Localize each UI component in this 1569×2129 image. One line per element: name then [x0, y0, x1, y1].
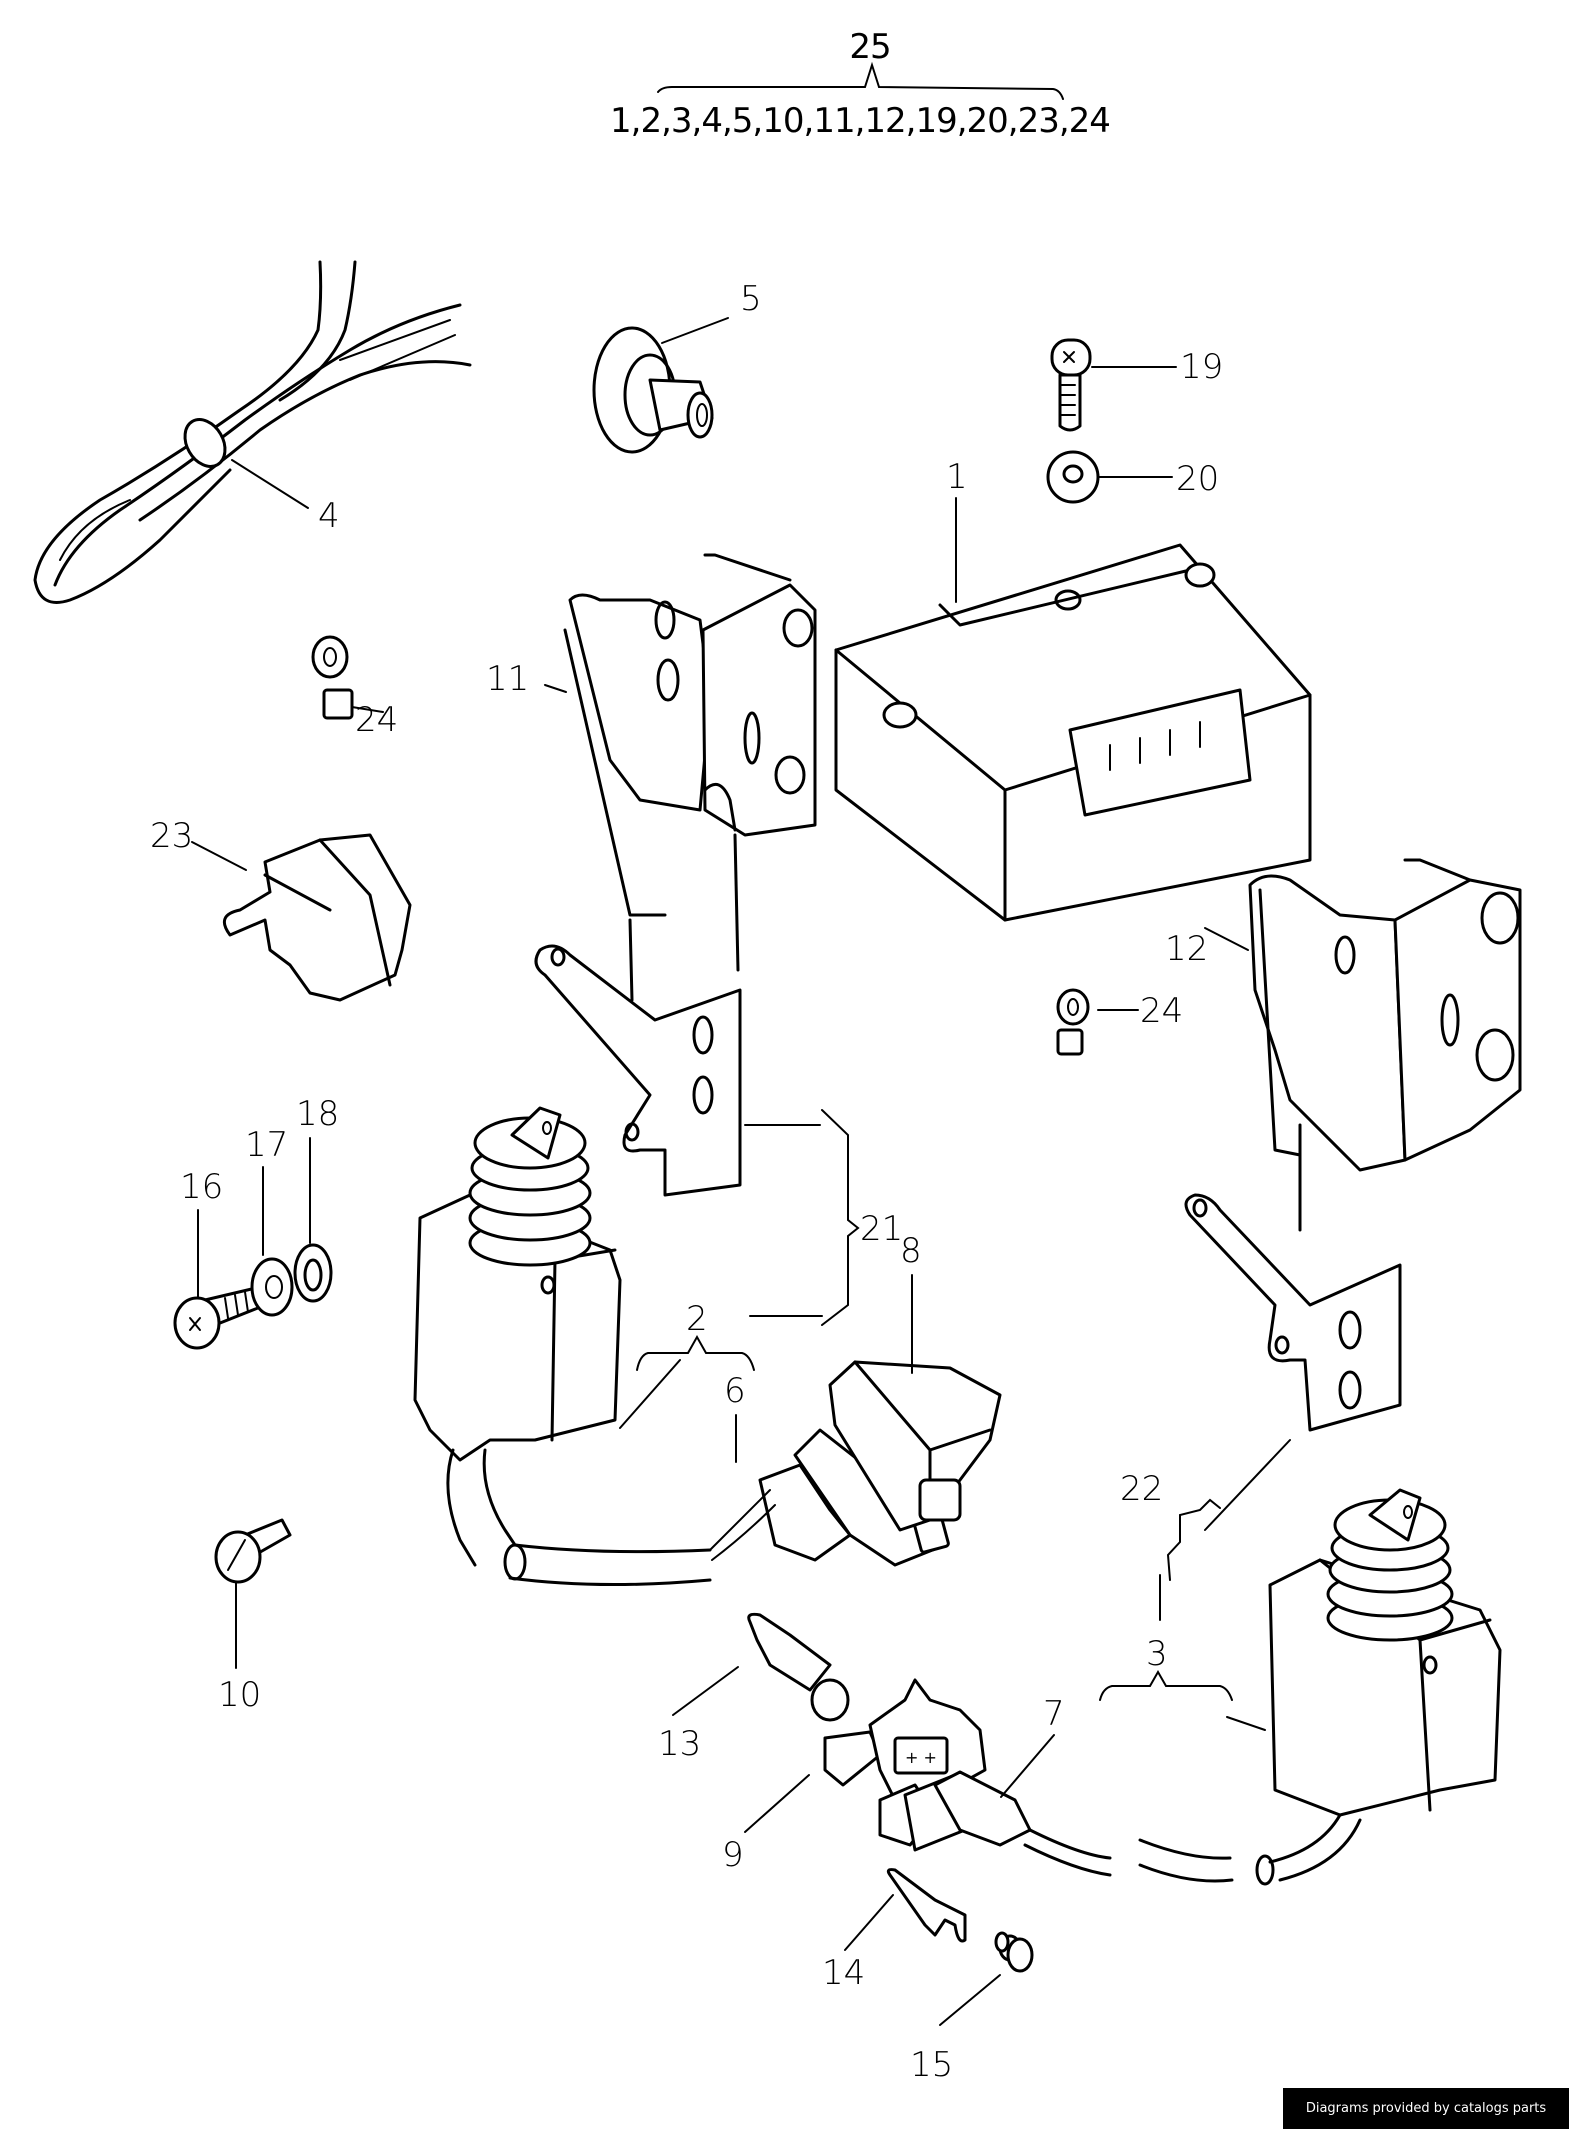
- callout-21[interactable]: 21: [860, 1209, 903, 1249]
- callout-3[interactable]: 3: [1146, 1634, 1168, 1674]
- part-18-washer[interactable]: [293, 1243, 333, 1303]
- callout-12[interactable]: 12: [1165, 929, 1208, 969]
- part-22-lock-bracket-right[interactable]: [1184, 1193, 1402, 1432]
- callout-9[interactable]: 9: [722, 1835, 744, 1875]
- callout-2-lower[interactable]: 2: [686, 1299, 708, 1339]
- callout-17[interactable]: 17: [245, 1125, 288, 1165]
- leader-line-21: [744, 1109, 860, 1326]
- callout-7[interactable]: 7: [1043, 1694, 1065, 1734]
- part-19-phillips-screw[interactable]: [1050, 338, 1092, 432]
- part-13-terminal-contact[interactable]: [747, 1612, 832, 1692]
- part-10-slotted-screw[interactable]: [214, 1518, 292, 1584]
- part-23-bracket-clip[interactable]: [222, 833, 412, 1002]
- leader-line-2-lower: [619, 1359, 681, 1429]
- part-24-clip-nut-left[interactable]: [311, 635, 354, 720]
- polarity-marking: + +: [905, 1748, 937, 1767]
- callout-8[interactable]: 8: [900, 1231, 922, 1271]
- part-15-seal[interactable]: [994, 1931, 1034, 1973]
- leader-line-14: [844, 1894, 894, 1951]
- callout-13[interactable]: 13: [658, 1724, 701, 1764]
- part-24-clip-nut-right[interactable]: [1056, 988, 1090, 1056]
- part-20-lock-washer[interactable]: [1046, 450, 1100, 504]
- assembly-header: 25 1,2,3,4,5,10,11,12,19,20,23,24: [610, 27, 1111, 141]
- leader-line-11: [544, 684, 567, 693]
- part-12-door-lock-right[interactable]: [1248, 858, 1522, 1232]
- leader-line-4: [231, 459, 309, 509]
- part-4-wiring-harness[interactable]: [33, 260, 472, 604]
- assembly-brace: [657, 61, 1064, 100]
- leader-line-3: [1226, 1716, 1266, 1731]
- callout-16[interactable]: 16: [180, 1167, 223, 1207]
- leader-line-12: [1204, 927, 1249, 951]
- callout-11[interactable]: 11: [486, 659, 529, 699]
- brace-2: [636, 1334, 755, 1371]
- callout-4[interactable]: 4: [318, 496, 340, 536]
- callout-10[interactable]: 10: [218, 1675, 261, 1715]
- part-9-two-pin-housing[interactable]: + +: [810, 1678, 987, 1802]
- part-5-grommet[interactable]: [592, 326, 714, 454]
- part-7-two-pin-connector[interactable]: [878, 1770, 1112, 1877]
- brace-3: [1099, 1669, 1233, 1701]
- leader-line-23: [191, 841, 247, 871]
- callout-22[interactable]: 22: [1120, 1469, 1163, 1509]
- callout-19[interactable]: 19: [1180, 347, 1223, 387]
- leader-line-15: [939, 1974, 1001, 2026]
- callout-23[interactable]: 23: [150, 816, 193, 856]
- leader-line-24-left: [351, 706, 384, 713]
- assembly-number[interactable]: 25: [849, 27, 891, 67]
- part-11-door-lock-left[interactable]: [563, 553, 817, 1002]
- leader-line-22: [1159, 1439, 1291, 1621]
- callout-18[interactable]: 18: [296, 1094, 339, 1134]
- callout-24-left[interactable]: 24: [355, 700, 398, 740]
- watermark-banner: Diagrams provided by catalogs parts: [1283, 2088, 1569, 2129]
- callout-24-right[interactable]: 24: [1140, 991, 1183, 1031]
- part-17-lock-washer[interactable]: [250, 1257, 294, 1317]
- part-3-actuator-right[interactable]: [1138, 1488, 1502, 1886]
- part-8-connector-housing[interactable]: [828, 1360, 1002, 1532]
- part-14-terminal-contact[interactable]: [886, 1868, 967, 1943]
- leader-line-7: [1000, 1734, 1055, 1798]
- callout-5[interactable]: 5: [740, 279, 762, 319]
- part-2-actuator-left[interactable]: [413, 1106, 712, 1587]
- callout-14[interactable]: 14: [822, 1953, 865, 1993]
- part-21-lock-bracket-left[interactable]: [534, 944, 742, 1197]
- part-1-control-unit[interactable]: [834, 543, 1312, 922]
- callout-1[interactable]: 1: [946, 457, 968, 497]
- callout-20[interactable]: 20: [1176, 459, 1219, 499]
- leader-line-13: [672, 1666, 739, 1716]
- leader-line-5: [661, 317, 729, 344]
- callout-6[interactable]: 6: [724, 1371, 746, 1411]
- leader-line-9: [744, 1774, 810, 1833]
- callout-15[interactable]: 15: [910, 2045, 953, 2085]
- assembly-contents: 1,2,3,4,5,10,11,12,19,20,23,24: [610, 101, 1110, 141]
